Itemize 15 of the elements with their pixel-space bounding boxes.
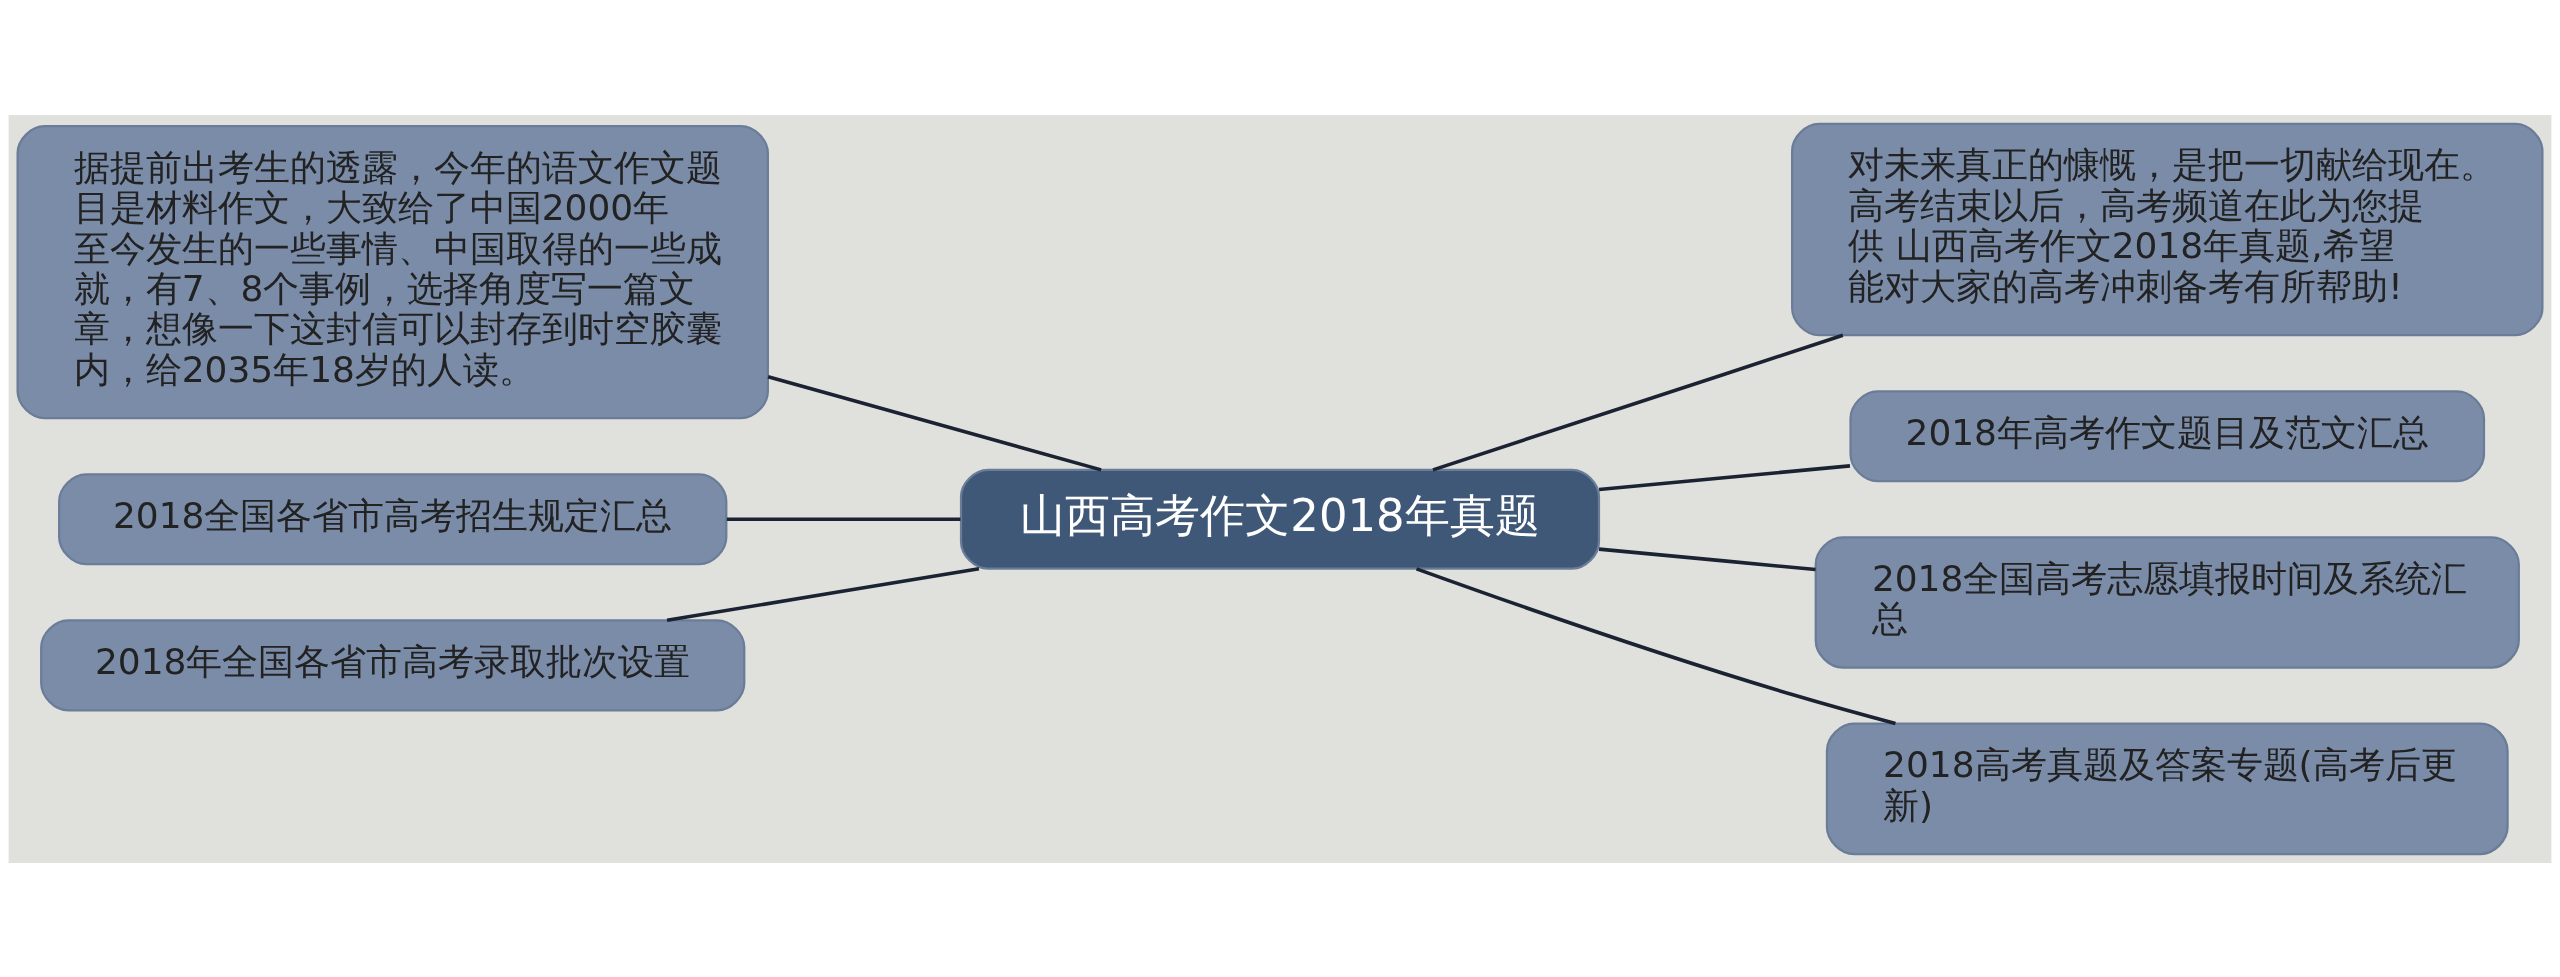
node-box: 据提前出考生的透露，今年的语文作文题目是材料作文，大致给了中国2000年至今发生的一些事情、中国取得的一些成就，有7、8个事例，选择角度写一篇文章，想像一下这封信可以封存到时空胶囊内，给2035年18岁的人读。 xyxy=(16,124,769,419)
connector xyxy=(767,374,1102,472)
node-box: 2018高考真题及答案专题(高考后更新) xyxy=(1825,722,2509,855)
node-box: 2018年全国各省市高考录取批次设置 xyxy=(40,618,746,711)
connector xyxy=(1415,566,1896,725)
connector xyxy=(1598,546,1816,571)
node-box: 2018全国各省市高考招生规定汇总 xyxy=(58,472,728,565)
connector xyxy=(726,517,961,521)
node-box: 2018全国高考志愿填报时间及系统汇总 xyxy=(1814,535,2520,669)
connector xyxy=(1598,463,1851,491)
node-box: 对未来真正的慷慨，是把一切献给现在。高考结束以后，高考频道在此为您提供 山西高考作文2018年真题,希望能对大家的高考冲刺备考有所帮助! xyxy=(1791,122,2544,336)
connector xyxy=(1432,333,1844,472)
connector xyxy=(666,566,980,622)
node-box: 山西高考作文2018年真题 xyxy=(959,468,1601,570)
node-box: 2018年高考作文题目及范文汇总 xyxy=(1849,389,2486,482)
